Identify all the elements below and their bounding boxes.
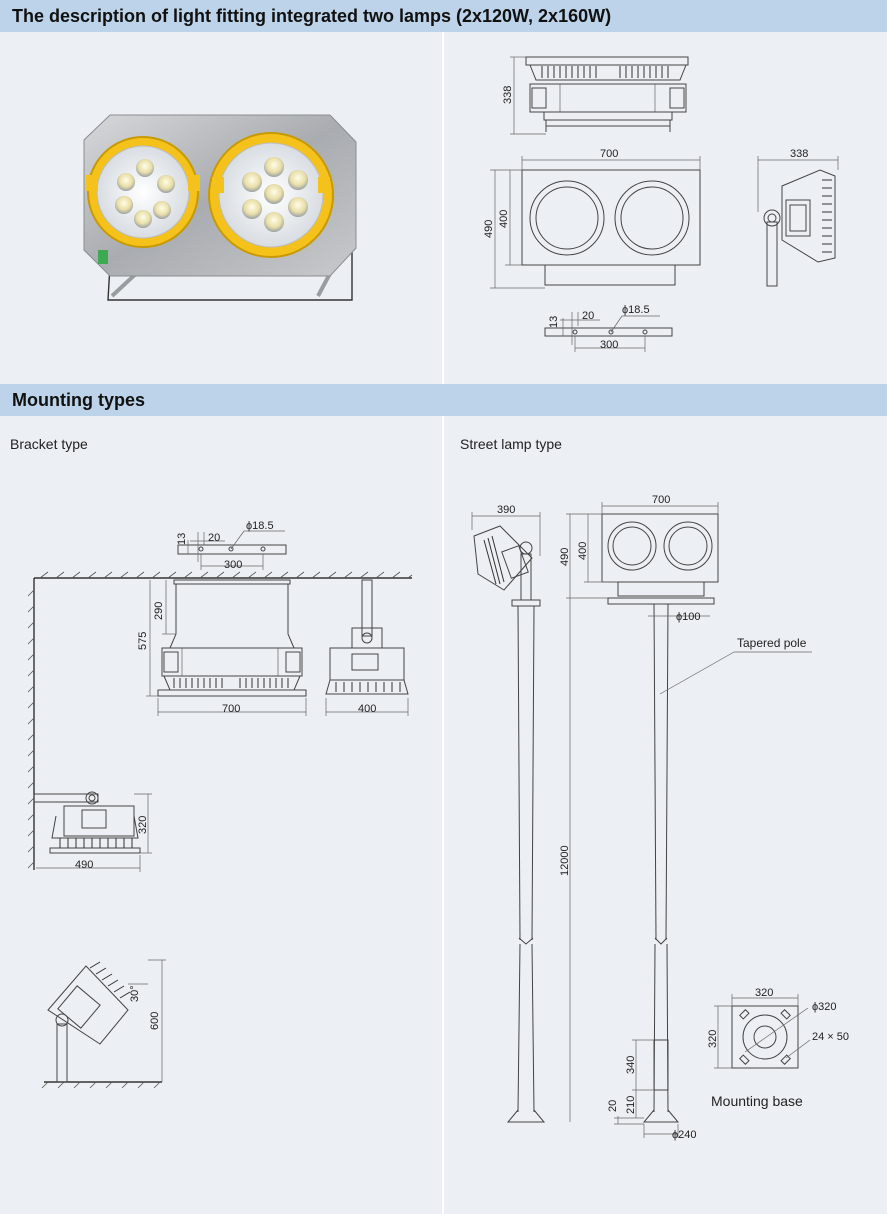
dim-side-depth: 338: [790, 148, 808, 160]
street-dim-340: 340: [625, 1056, 637, 1074]
street-lamp-type-label: Street lamp type: [460, 436, 562, 452]
street-pole-left: 390: [471, 504, 546, 1123]
bracket-dim-20: 20: [208, 532, 220, 544]
top-dim-300: 300: [600, 339, 618, 351]
street-dim-490: 490: [559, 548, 571, 566]
ceiling: [27, 571, 413, 870]
top-dim-20: 20: [582, 310, 594, 322]
top-divider: [442, 32, 444, 384]
bracket-dim-600: 600: [149, 1012, 161, 1030]
dim-front-width: 700: [600, 148, 618, 160]
product-photo: [83, 114, 357, 301]
top-dim-13: 13: [548, 316, 560, 328]
bracket-type-label: Bracket type: [10, 436, 88, 452]
street-dim-pole-dia: ϕ100: [676, 611, 701, 623]
mounting-base: 320 320 ϕ320 24 × 50 Mounting base: [707, 987, 849, 1109]
mounting-base-label: Mounting base: [711, 1093, 803, 1109]
street-dim-210: 210: [625, 1096, 637, 1114]
street-dim-base-dia: ϕ240: [672, 1129, 697, 1141]
base-dim-height: 320: [707, 1030, 719, 1048]
base-dim-width: 320: [755, 987, 773, 999]
bracket-plate: 20 13 ϕ18.5 300: [176, 520, 287, 571]
street-dim-390: 390: [497, 504, 515, 516]
top-side-profile: 338: [757, 148, 839, 287]
base-dim-dia: ϕ320: [812, 1001, 837, 1013]
top-dim-dia: ϕ18.5: [622, 304, 650, 316]
bracket-dim-300: 300: [224, 559, 242, 571]
section-title: Mounting types: [0, 384, 887, 416]
base-dim-slot: 24 × 50: [812, 1031, 849, 1043]
tilted-lamp: 30° 600: [41, 959, 166, 1089]
bracket-dim-290: 290: [153, 602, 165, 620]
bracket-dim-400: 400: [358, 703, 376, 715]
ceiling-lamp-front: 290 575 700: [137, 579, 307, 716]
top-bracket-plate: 20 13 ϕ18.5 300: [544, 304, 673, 352]
top-side-view: 338: [502, 56, 689, 135]
street-dim-12000: 12000: [559, 845, 571, 876]
top-front-view: 700 490 400: [483, 148, 701, 289]
bracket-dim-30deg: 30°: [129, 985, 141, 1002]
dim-front-outer: 490: [483, 220, 495, 238]
bracket-dim-dia: ϕ18.5: [246, 520, 274, 532]
dim-front-inner: 400: [498, 210, 510, 228]
street-dim-20: 20: [607, 1100, 619, 1112]
tapered-pole-label: Tapered pole: [737, 636, 807, 650]
street-dim-700: 700: [652, 494, 670, 506]
bottom-divider: [442, 416, 444, 1214]
bracket-dim-490: 490: [75, 859, 93, 871]
street-dim-400: 400: [577, 542, 589, 560]
street-pole-right: 700 490 400 12000 ϕ100 Tapered pole 340 …: [559, 494, 812, 1141]
ceiling-lamp-side: 400: [325, 579, 409, 716]
bracket-dim-320: 320: [137, 816, 149, 834]
page-title: The description of light fitting integra…: [0, 0, 887, 32]
wall-lamp: 320 490: [33, 791, 152, 872]
bracket-dim-575: 575: [137, 632, 149, 650]
bracket-dim-13: 13: [176, 533, 188, 545]
dim-side-height: 338: [502, 86, 514, 104]
bracket-dim-700: 700: [222, 703, 240, 715]
